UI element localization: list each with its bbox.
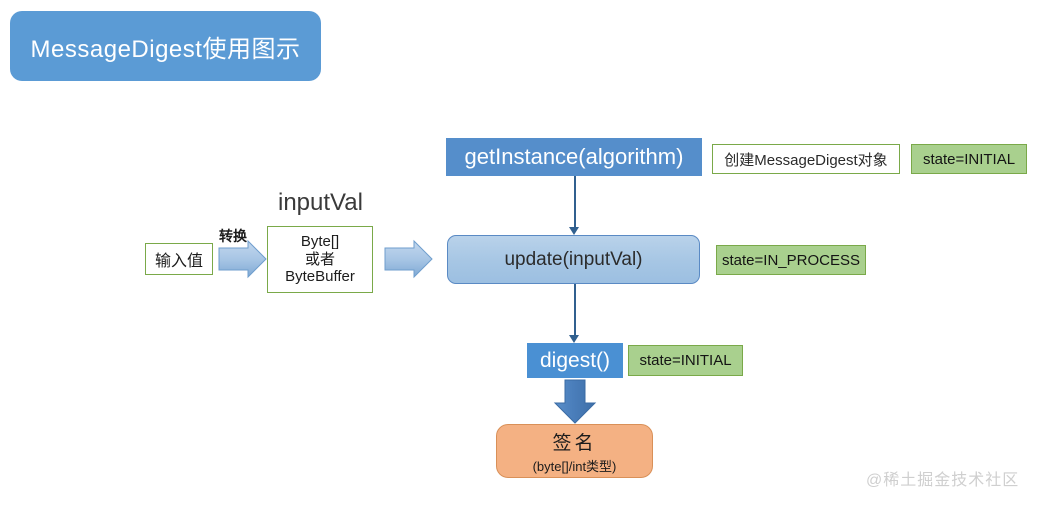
note-state-initial-bottom: state=INITIAL [628,345,743,376]
node-input-value: 输入值 [145,243,213,275]
diagram-title-text: MessageDigest使用图示 [30,35,301,63]
node-digest[interactable]: digest() [527,343,623,378]
connector-update-to-digest [574,284,576,335]
note-state-initial-bottom-label: state=INITIAL [639,352,732,369]
note-state-in-process: state=IN_PROCESS [716,245,866,275]
node-update-label: update(inputVal) [504,248,643,270]
node-byte-types: Byte[] 或者 ByteBuffer [267,226,373,293]
node-digest-label: digest() [539,348,611,372]
node-update[interactable]: update(inputVal) [447,235,700,284]
diagram-title-banner: MessageDigest使用图示 [10,11,321,81]
connector-getinstance-to-update [574,176,576,227]
note-create-object: 创建MessageDigest对象 [712,144,900,174]
label-convert: 转换 [219,228,247,244]
node-get-instance-label: getInstance(algorithm) [464,144,684,169]
block-arrow-to-update [384,239,433,279]
label-input-val: inputVal [278,189,363,216]
node-signature-title: 签名 [552,432,597,454]
note-state-initial-top: state=INITIAL [911,144,1027,174]
node-byte-types-line3: ByteBuffer [285,268,355,286]
node-signature-subtitle: (byte[]/int类型) [532,458,617,474]
note-state-initial-top-label: state=INITIAL [922,150,1016,168]
node-input-value-label: 输入值 [154,253,203,270]
note-create-object-label: 创建MessageDigest对象 [724,151,888,169]
connector-update-to-digest-arrowhead [569,335,579,343]
node-signature-output: 签名 (byte[]/int类型) [496,424,653,478]
block-arrow-to-signature [553,379,597,424]
block-arrow-convert [218,239,267,279]
node-byte-types-line2: 或者 [304,250,335,268]
note-state-in-process-label: state=IN_PROCESS [722,251,860,269]
watermark-text: @稀土掘金技术社区 [866,472,1020,489]
connector-getinstance-to-update-arrowhead [569,227,579,235]
node-byte-types-line1: Byte[] [300,232,340,250]
node-get-instance[interactable]: getInstance(algorithm) [446,138,702,176]
